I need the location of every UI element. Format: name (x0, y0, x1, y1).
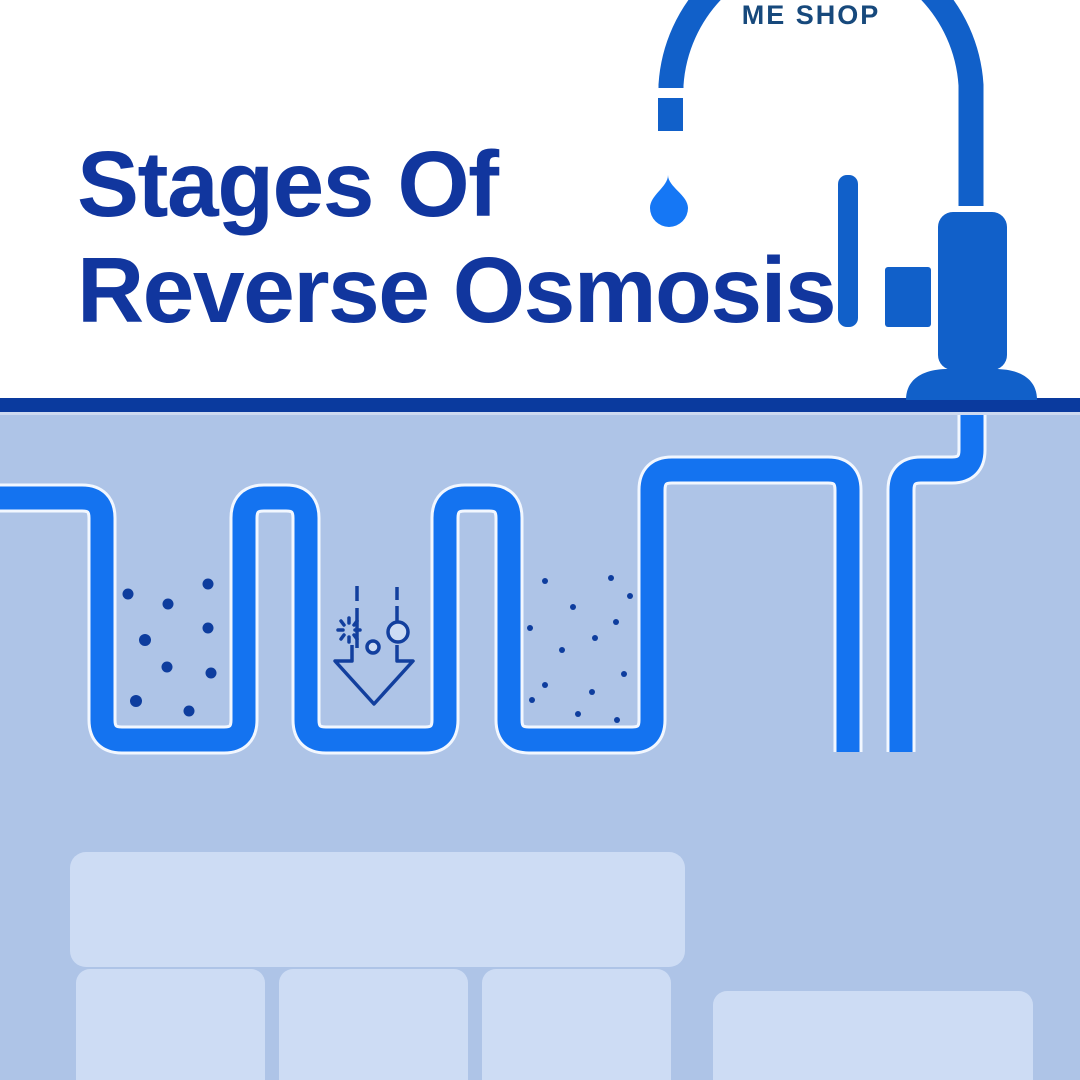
countertop-highlight (0, 412, 1080, 415)
manifold-panel (70, 852, 685, 967)
page-title-line-2: Reverse Osmosis (77, 238, 837, 342)
filter-tank-2 (279, 969, 468, 1080)
under-sink-section: Sediment Prefilter 1 Water passes throug… (0, 415, 1080, 1080)
faucet-handle-lever (838, 175, 858, 327)
filter-tank-3 (482, 969, 671, 1080)
faucet-spout-tip (658, 98, 683, 131)
page-title-line-1: Stages Of (77, 132, 499, 236)
filter-tank-4 (713, 991, 1033, 1080)
faucet-body (938, 212, 1007, 370)
page-title: Stages Of Reverse Osmosis (77, 131, 837, 343)
faucet-base-dome (906, 369, 1037, 400)
brand-logo-text: ME SHOP (741, 0, 881, 30)
filter-tank-1 (76, 969, 265, 1080)
faucet-handle-block (885, 267, 931, 327)
countertop-bar (0, 398, 1080, 412)
